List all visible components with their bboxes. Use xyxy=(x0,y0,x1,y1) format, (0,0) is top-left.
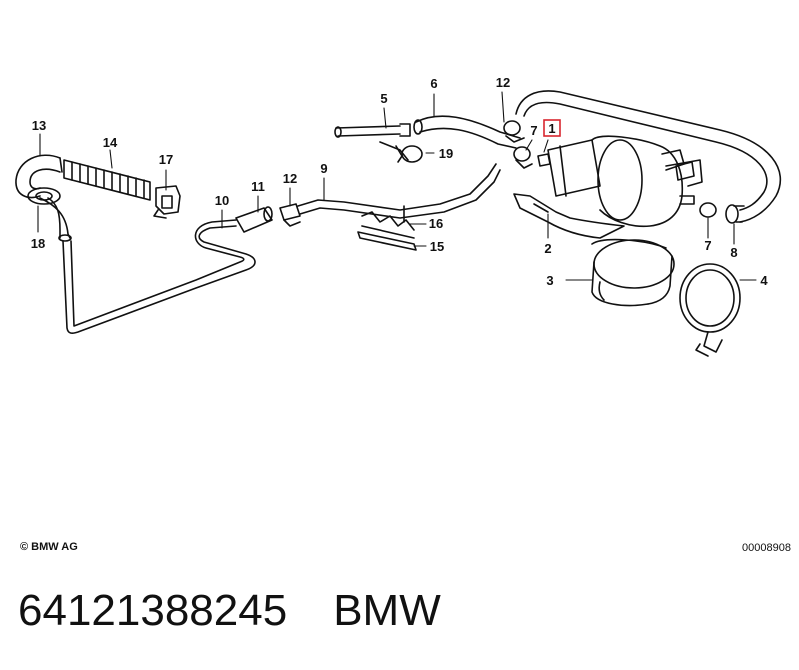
hose-8 xyxy=(725,204,745,224)
sleeve-14 xyxy=(63,159,151,201)
callout-18: 18 xyxy=(31,236,45,251)
callout-16: 16 xyxy=(429,216,443,231)
callout-13: 13 xyxy=(32,118,46,133)
clip-strip-16 xyxy=(361,211,415,239)
callout-17: 17 xyxy=(159,152,173,167)
callout-12b: 12 xyxy=(496,75,510,90)
callout-9: 9 xyxy=(320,161,327,176)
callout-14: 14 xyxy=(103,135,118,150)
connector-11 xyxy=(235,206,273,233)
callout-10: 10 xyxy=(215,193,229,208)
callout-1: 1 xyxy=(548,121,555,136)
callout-7a: 7 xyxy=(530,123,537,138)
part-number: 64121388245 xyxy=(18,586,288,635)
clamp-19 xyxy=(395,145,423,163)
image-id: 00008908 xyxy=(742,542,791,554)
fuel-pump-1 xyxy=(537,135,703,228)
callout-11: 11 xyxy=(251,179,265,194)
clamp-12-left xyxy=(279,203,301,227)
grommet-18 xyxy=(27,187,72,242)
pipe-9 xyxy=(297,163,501,223)
pipe-5 xyxy=(334,123,411,138)
clamp-7-right xyxy=(699,202,717,218)
callout-2: 2 xyxy=(544,241,551,256)
brand-name: BMW xyxy=(333,586,441,635)
clip-strip-15 xyxy=(357,231,417,251)
callout-5: 5 xyxy=(380,91,387,106)
sleeve-3 xyxy=(591,238,675,307)
callout-4: 4 xyxy=(760,273,768,288)
callout-3: 3 xyxy=(546,273,553,288)
clamp-7-left xyxy=(513,146,533,169)
callout-19: 19 xyxy=(439,146,453,161)
return-hose xyxy=(515,90,782,223)
callout-8: 8 xyxy=(730,245,737,260)
callout-1-highlight xyxy=(543,119,561,137)
return-pipe xyxy=(62,219,256,334)
part-number-line: 64121388245 BMW xyxy=(18,586,441,636)
callout-7b: 7 xyxy=(704,238,711,253)
clip-17 xyxy=(153,185,181,219)
leader-lines xyxy=(37,91,757,281)
callouts: 1 2 3 4 5 6 7 7 8 9 10 11 12 12 13 14 15… xyxy=(31,75,769,288)
clamp-12-right xyxy=(503,120,525,143)
callout-12a: 12 xyxy=(283,171,297,186)
callout-15: 15 xyxy=(430,239,444,254)
callout-6: 6 xyxy=(430,76,437,91)
hose-6 xyxy=(379,115,521,161)
clamp-ring-4 xyxy=(679,263,741,357)
copyright-notice: © BMW AG xyxy=(20,541,78,553)
bracket-2 xyxy=(513,193,625,239)
